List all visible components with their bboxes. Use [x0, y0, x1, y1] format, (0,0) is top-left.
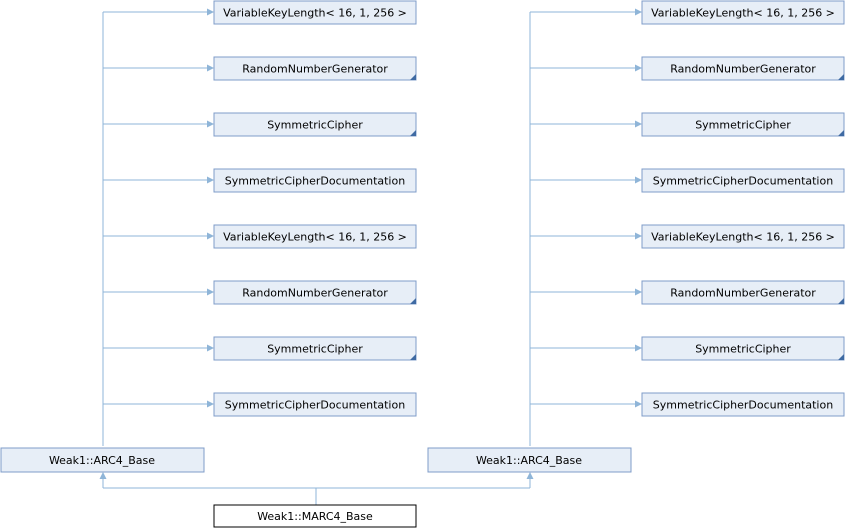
class-node-label: SymmetricCipherDocumentation — [225, 399, 405, 412]
class-node-label: VariableKeyLength< 16, 1, 256 > — [223, 231, 407, 244]
arrow-base-left — [99, 472, 107, 479]
arrow-right-0 — [635, 8, 642, 16]
class-node-label: SymmetricCipher — [695, 343, 791, 356]
class-node[interactable]: SymmetricCipherDocumentation — [641, 392, 845, 417]
nodes-right-column: VariableKeyLength< 16, 1, 256 > RandomNu… — [641, 0, 845, 417]
class-node[interactable]: SymmetricCipherDocumentation — [641, 168, 845, 193]
class-node-base-left[interactable]: Weak1::ARC4_Base — [0, 447, 205, 473]
class-node-label: VariableKeyLength< 16, 1, 256 > — [651, 7, 835, 20]
class-node-label: RandomNumberGenerator — [242, 287, 388, 300]
class-node[interactable]: SymmetricCipher — [213, 336, 417, 361]
class-node[interactable]: SymmetricCipher — [213, 112, 417, 137]
class-node-label: VariableKeyLength< 16, 1, 256 > — [651, 231, 835, 244]
class-node[interactable]: RandomNumberGenerator — [213, 56, 417, 81]
class-node-label: Weak1::ARC4_Base — [49, 454, 155, 467]
class-node[interactable]: SymmetricCipherDocumentation — [213, 392, 417, 417]
class-node-label: Weak1::MARC4_Base — [257, 510, 373, 523]
arrow-left-2 — [207, 120, 214, 128]
class-node-label: RandomNumberGenerator — [242, 63, 388, 76]
arrow-right-1 — [635, 64, 642, 72]
class-node-base-right[interactable]: Weak1::ARC4_Base — [427, 447, 632, 473]
class-node[interactable]: RandomNumberGenerator — [641, 280, 845, 305]
class-node-label: SymmetricCipher — [695, 119, 791, 132]
class-node-label: SymmetricCipher — [267, 119, 363, 132]
arrow-right-6 — [635, 344, 642, 352]
arrow-left-4 — [207, 232, 214, 240]
class-node[interactable]: VariableKeyLength< 16, 1, 256 > — [213, 224, 417, 249]
class-node-label: VariableKeyLength< 16, 1, 256 > — [223, 7, 407, 20]
class-node[interactable]: VariableKeyLength< 16, 1, 256 > — [641, 0, 845, 25]
class-node-label: SymmetricCipher — [267, 343, 363, 356]
arrow-base-right — [526, 472, 534, 479]
arrow-left-7 — [207, 400, 214, 408]
class-node-label: SymmetricCipherDocumentation — [653, 399, 833, 412]
arrow-left-0 — [207, 8, 214, 16]
nodes-left-column: VariableKeyLength< 16, 1, 256 > RandomNu… — [213, 0, 417, 417]
class-node[interactable]: VariableKeyLength< 16, 1, 256 > — [641, 224, 845, 249]
class-node[interactable]: VariableKeyLength< 16, 1, 256 > — [213, 0, 417, 25]
class-node[interactable]: SymmetricCipherDocumentation — [213, 168, 417, 193]
class-node-label: SymmetricCipherDocumentation — [653, 175, 833, 188]
class-node-label: SymmetricCipherDocumentation — [225, 175, 405, 188]
arrow-right-7 — [635, 400, 642, 408]
arrow-left-5 — [207, 288, 214, 296]
class-node-label: RandomNumberGenerator — [670, 63, 816, 76]
nodes-bases: Weak1::ARC4_Base Weak1::ARC4_Base — [0, 447, 632, 473]
class-node[interactable]: RandomNumberGenerator — [213, 280, 417, 305]
class-node[interactable]: RandomNumberGenerator — [641, 56, 845, 81]
class-node[interactable]: SymmetricCipher — [641, 112, 845, 137]
class-node-label: RandomNumberGenerator — [670, 287, 816, 300]
edges — [102, 11, 636, 506]
class-node[interactable]: SymmetricCipher — [641, 336, 845, 361]
arrow-right-3 — [635, 176, 642, 184]
arrow-left-3 — [207, 176, 214, 184]
arrow-right-4 — [635, 232, 642, 240]
arrow-right-2 — [635, 120, 642, 128]
class-node-derived[interactable]: Weak1::MARC4_Base — [213, 504, 417, 528]
arrowheads — [99, 8, 642, 479]
arrow-left-6 — [207, 344, 214, 352]
class-node-label: Weak1::ARC4_Base — [476, 454, 582, 467]
arrow-right-5 — [635, 288, 642, 296]
arrow-left-1 — [207, 64, 214, 72]
